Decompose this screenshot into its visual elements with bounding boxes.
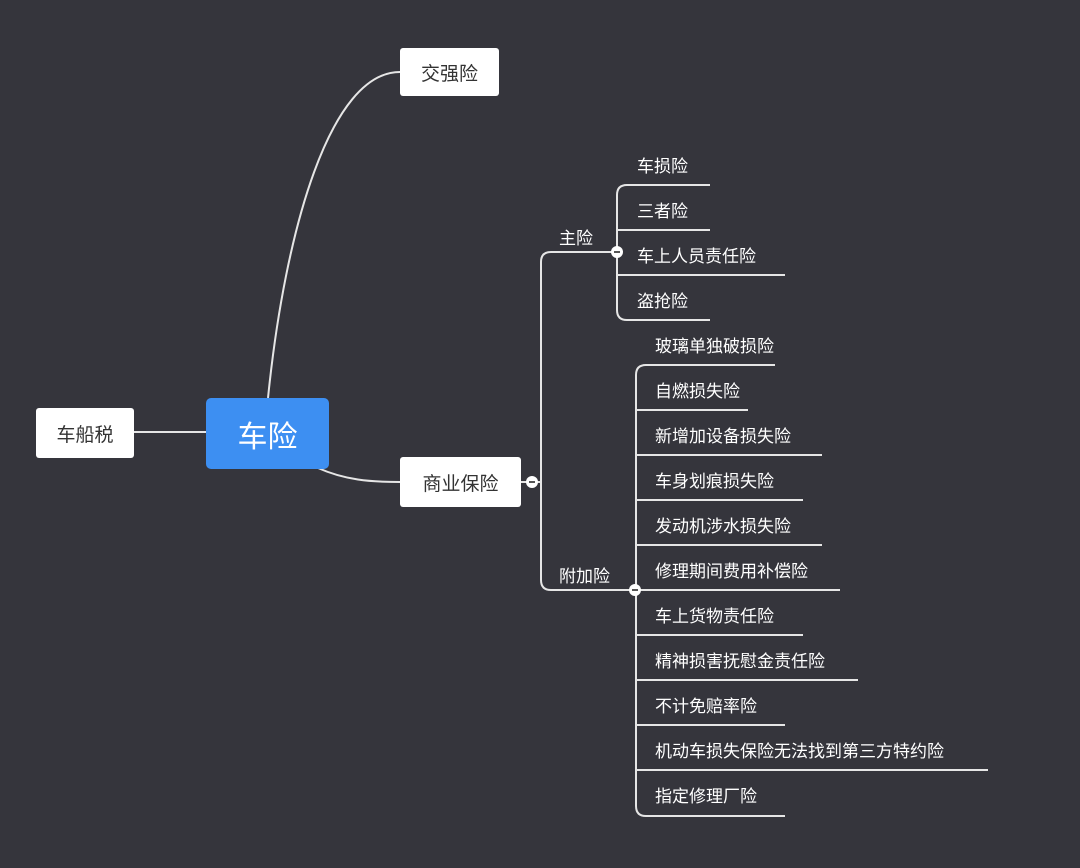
- leaf-additional-item[interactable]: 自燃损失险: [655, 382, 740, 402]
- collapse-toggle-commercial[interactable]: [526, 476, 538, 488]
- node-chechuanshui-label: 车船税: [56, 423, 114, 446]
- connector-additional-spine: [635, 364, 775, 376]
- connector-root-commercial: [317, 467, 401, 483]
- leaf-additional-item[interactable]: 发动机涉水损失险: [655, 517, 791, 537]
- collapse-toggle-main[interactable]: [611, 246, 623, 258]
- branch-additional-label: 附加险: [559, 567, 610, 587]
- leaf-main-item[interactable]: 盗抢险: [637, 292, 688, 312]
- leaf-additional-item[interactable]: 机动车损失保险无法找到第三方特约险: [655, 742, 944, 762]
- leaf-additional-item[interactable]: 指定修理厂险: [655, 787, 757, 807]
- leaf-main-item[interactable]: 车损险: [637, 157, 688, 177]
- connector-fork-additional: [540, 482, 634, 591]
- branch-main-label: 主险: [559, 229, 593, 249]
- leaf-additional-item[interactable]: 精神损害抚慰金责任险: [655, 652, 825, 672]
- connector-main-spine: [616, 184, 710, 196]
- leaf-main-item[interactable]: 三者险: [637, 202, 688, 222]
- leaf-main-item[interactable]: 车上人员责任险: [637, 247, 756, 267]
- node-chechuanshui[interactable]: 车船税: [36, 408, 134, 458]
- connector-root-top: [267, 71, 401, 399]
- root-node-label: 车险: [237, 419, 298, 455]
- leaf-additional-item[interactable]: 不计免赔率险: [655, 697, 757, 717]
- leaf-additional-item[interactable]: 新增加设备损失险: [655, 427, 791, 447]
- node-commercial-insurance[interactable]: 商业保险: [400, 457, 521, 507]
- node-jiaoqiangxian[interactable]: 交强险: [400, 48, 499, 96]
- leaf-additional-item[interactable]: 修理期间费用补偿险: [655, 562, 808, 582]
- leaf-additional-item[interactable]: 玻璃单独破损险: [655, 337, 774, 357]
- node-jiaoqiangxian-label: 交强险: [420, 62, 478, 85]
- node-commercial-label: 商业保险: [422, 472, 499, 495]
- root-node[interactable]: 车险: [206, 398, 329, 469]
- leaf-additional-item[interactable]: 车上货物责任险: [655, 607, 774, 627]
- connector-fork-main: [540, 251, 617, 482]
- leaf-additional-item[interactable]: 车身划痕损失险: [655, 472, 774, 492]
- collapse-toggle-additional[interactable]: [629, 584, 641, 596]
